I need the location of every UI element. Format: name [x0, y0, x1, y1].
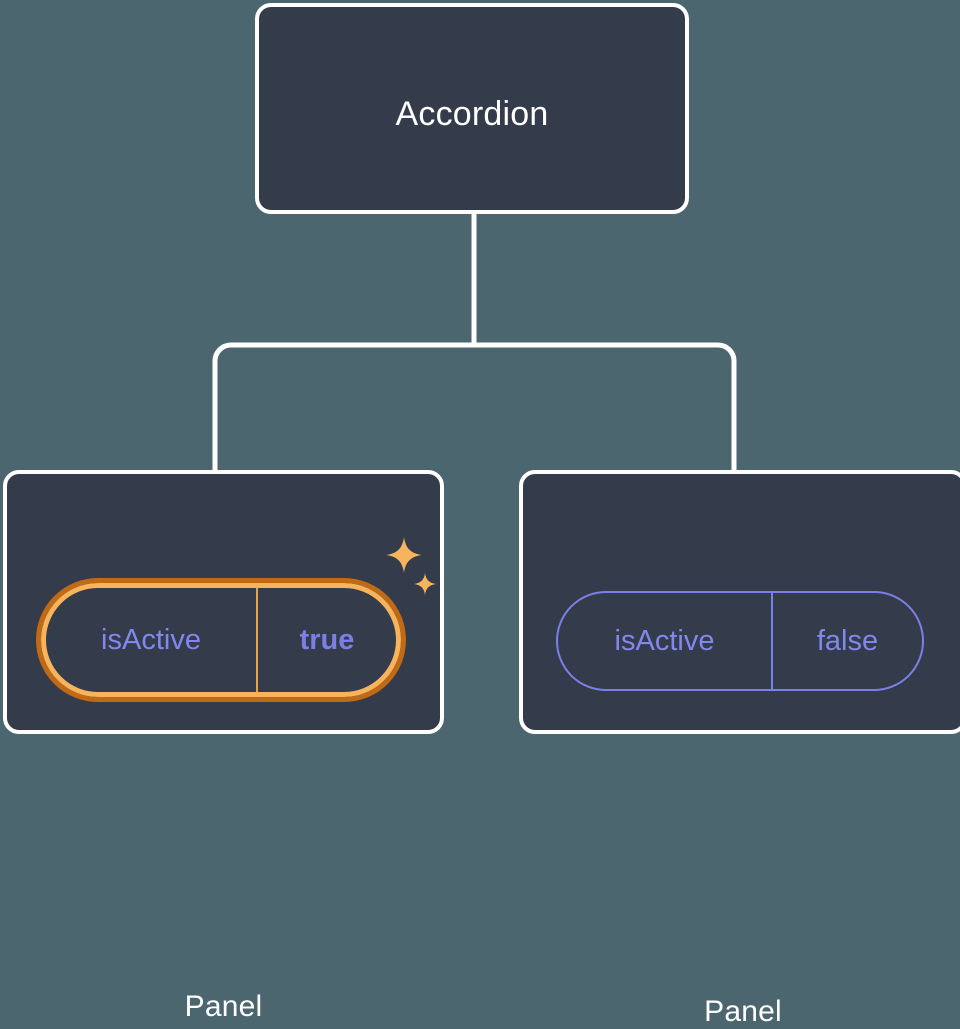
node-panel-active-label: Panel	[184, 990, 263, 1023]
node-accordion-label: Accordion	[395, 95, 549, 133]
component-tree-diagram: Accordion Panel isActive true Panel isAc…	[3, 3, 960, 1028]
node-panel-inactive-label: Panel	[704, 995, 782, 1028]
prop-key: isActive	[46, 588, 258, 692]
prop-pill-isactive-true[interactable]: isActive true	[36, 578, 406, 702]
prop-value: false	[816, 624, 879, 657]
prop-pill-isactive-false[interactable]: isActive false	[556, 591, 924, 691]
edge-to-panel-right	[474, 342, 737, 470]
node-accordion[interactable]: Accordion	[255, 3, 689, 214]
edge-to-panel-left	[212, 342, 474, 470]
prop-value: true	[299, 623, 355, 656]
prop-key: isActive	[558, 593, 773, 689]
